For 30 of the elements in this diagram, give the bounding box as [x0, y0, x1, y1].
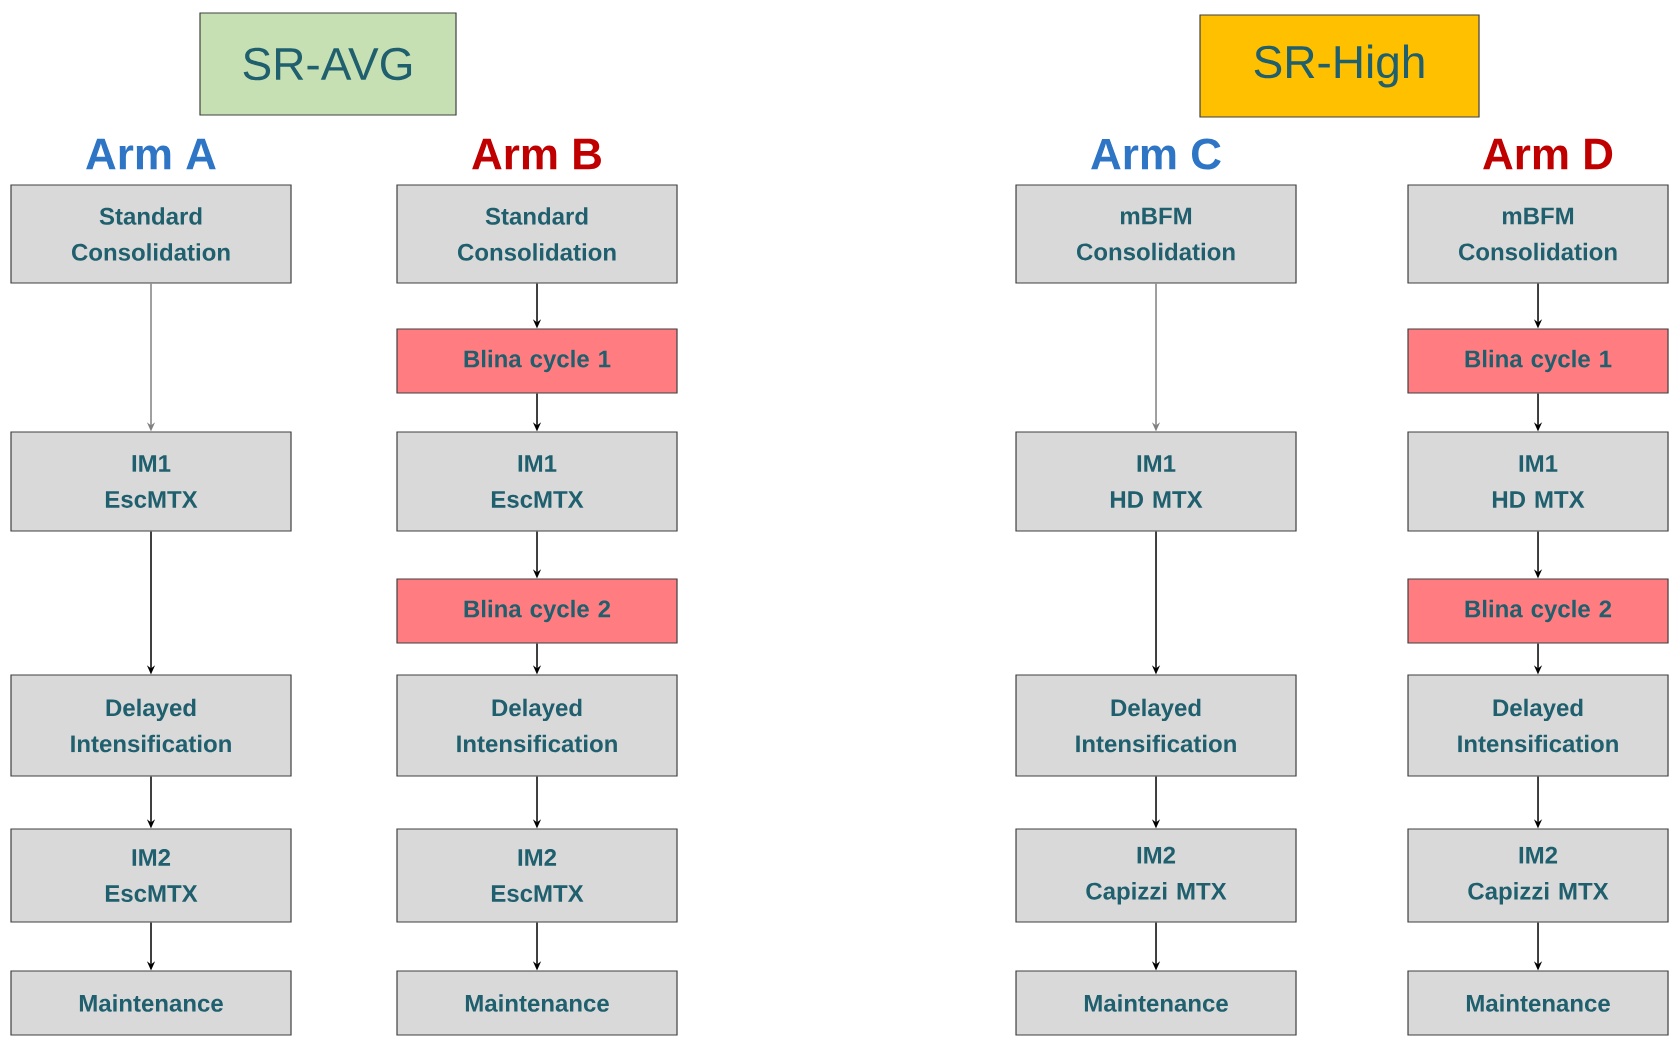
step-box: IM1 EscMTX — [10, 431, 292, 532]
step-box: Maintenance — [1407, 970, 1669, 1036]
arm-heading: Arm B — [472, 138, 601, 170]
step-box: Delayed Intensification — [1015, 674, 1297, 777]
step-box: IM1 EscMTX — [396, 431, 678, 532]
group-box: SR-AVG — [199, 12, 457, 116]
arm-heading: Arm D — [1483, 138, 1613, 170]
arm-heading: Arm A — [86, 138, 216, 170]
step-box: IM2 Capizzi MTX — [1015, 828, 1297, 923]
step-box: Standard Consolidation — [10, 184, 292, 284]
step-box: Delayed Intensification — [10, 674, 292, 777]
group-box: SR-High — [1199, 14, 1480, 118]
step-box: Blina cycle 1 — [396, 328, 678, 394]
step-box: Blina cycle 1 — [1407, 328, 1669, 394]
step-box: Maintenance — [396, 970, 678, 1036]
step-box: IM2 EscMTX — [10, 828, 292, 923]
step-box: IM1 HD MTX — [1407, 431, 1669, 532]
step-box: Maintenance — [10, 970, 292, 1036]
arm-heading: Arm C — [1091, 138, 1221, 170]
step-box: IM1 HD MTX — [1015, 431, 1297, 532]
step-box: Delayed Intensification — [396, 674, 678, 777]
step-box: Blina cycle 2 — [1407, 578, 1669, 644]
step-box: mBFM Consolidation — [1407, 184, 1669, 284]
step-box: Delayed Intensification — [1407, 674, 1669, 777]
step-box: IM2 EscMTX — [396, 828, 678, 923]
step-box: Blina cycle 2 — [396, 578, 678, 644]
step-box: IM2 Capizzi MTX — [1407, 828, 1669, 923]
step-box: Maintenance — [1015, 970, 1297, 1036]
step-box: mBFM Consolidation — [1015, 184, 1297, 284]
step-box: Standard Consolidation — [396, 184, 678, 284]
